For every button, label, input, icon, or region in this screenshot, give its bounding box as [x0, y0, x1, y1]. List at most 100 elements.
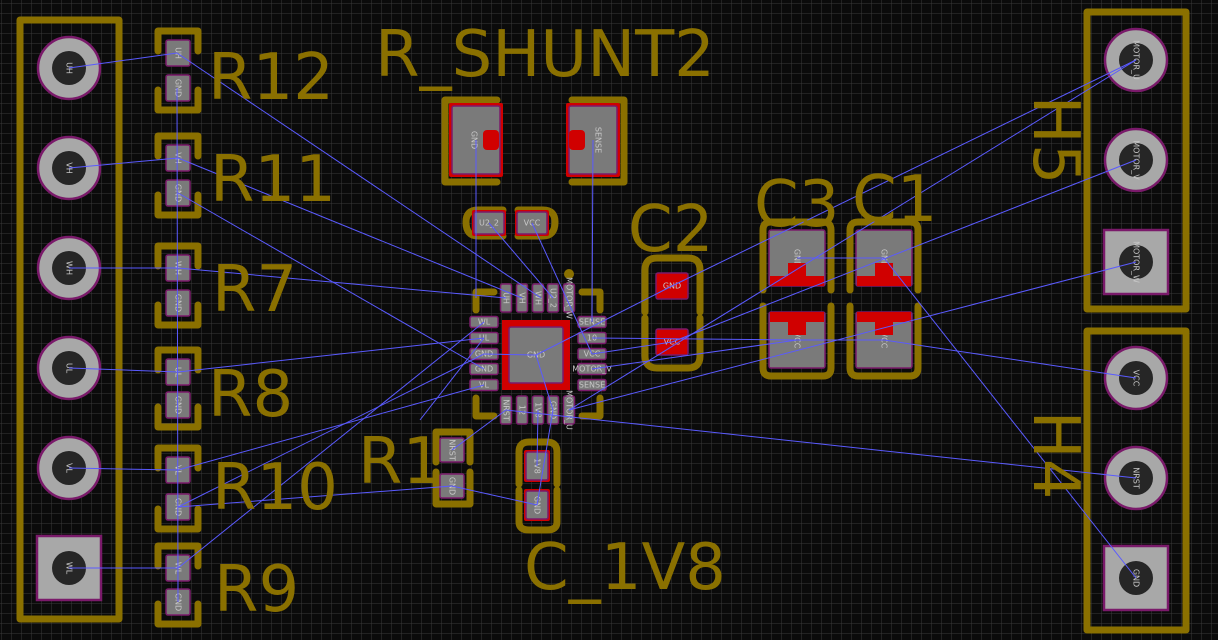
- c3-pad-2-copper-stem: [788, 315, 806, 335]
- ic-bottom-pin-2-body: [515, 395, 529, 425]
- h4-pin-2-label: NRST: [1132, 467, 1141, 489]
- r-shunt-outline-left: [441, 96, 501, 186]
- designator-r1: R1: [358, 425, 443, 499]
- ic-top-pin-5-label: MOTOR_W: [565, 277, 574, 319]
- designator-h4: H4: [1018, 411, 1092, 500]
- ratsnest-line: [671, 159, 1137, 343]
- r-shunt-outline-right: [568, 96, 628, 186]
- ratsnest-line: [536, 409, 539, 467]
- r12-pad-1[interactable]: UH: [165, 39, 191, 67]
- ratsnest-line: [177, 337, 485, 373]
- ratsnest-line: [535, 285, 673, 356]
- ratsnest-line: [177, 384, 485, 471]
- ratsnest-line: [591, 341, 673, 355]
- c3-outline-bottom: [759, 302, 835, 380]
- r12-pad-2-body: [165, 74, 191, 102]
- r7-pad-2-body: [165, 289, 191, 317]
- ratsnest-line: [883, 257, 1137, 579]
- r1-pad-1-label: NRST: [448, 439, 457, 461]
- ratsnest-line: [177, 485, 453, 508]
- r7-pad-2-label: GND: [174, 294, 183, 312]
- r12-pad-2[interactable]: GND: [165, 74, 191, 102]
- ic-left-pin-1-label: WL: [478, 318, 491, 327]
- ratsnest-line: [68, 367, 179, 373]
- ratsnest-line: [483, 353, 537, 356]
- ratsnest-line: [176, 52, 542, 299]
- c1-pad-2-copper-stem: [875, 315, 893, 335]
- ratsnest-line: [68, 157, 179, 169]
- ratsnest-line: [505, 409, 1137, 479]
- c-1v8-outline-top: [515, 438, 561, 488]
- r7-outline: [154, 242, 202, 329]
- ic-right-pin-5-label: SENSE: [579, 381, 605, 390]
- ratsnest-line: [451, 485, 538, 506]
- ratsnest-line: [177, 192, 485, 370]
- ratsnest-line: [535, 354, 554, 411]
- ratsnest-line: [68, 52, 178, 69]
- designator-r11: R11: [210, 143, 336, 217]
- designator-c3: C3: [754, 168, 839, 242]
- ratsnest-line: [177, 353, 485, 508]
- ic-top-pin-3[interactable]: WH: [531, 283, 545, 313]
- c1-pad-1-copper-stem: [875, 263, 893, 283]
- h5-outline: [1083, 8, 1190, 313]
- c3-outline-top: [759, 218, 835, 294]
- ratsnest-line: [568, 261, 1137, 411]
- ratsnest-line: [176, 87, 179, 603]
- ratsnest-line: [488, 222, 554, 299]
- r1-outline: [432, 428, 474, 508]
- ic-bottom-pin-5[interactable]: MOTOR_U: [562, 390, 576, 430]
- ratsnest-line: [591, 337, 798, 341]
- ic-left-pin-2-label: UL: [479, 334, 490, 343]
- r7-pad-2[interactable]: GND: [165, 289, 191, 317]
- designator-c-1v8: C_1V8: [524, 531, 726, 605]
- ratsnest-line: [671, 59, 1137, 287]
- designator-r8: R8: [208, 358, 293, 432]
- r12-pad-1-label: UH: [174, 47, 183, 59]
- r12-pad-2-label: GND: [174, 79, 183, 97]
- ratsnest-line: [883, 339, 1137, 379]
- ratsnest-line: [177, 321, 485, 569]
- designator-r7: R7: [212, 253, 297, 327]
- h4-outline: [1083, 327, 1190, 634]
- ic-top-pin-3-label: WH: [534, 291, 543, 305]
- r-shunt-pad-2-label: SENSE: [594, 127, 603, 153]
- r-shunt-pad-1-copper-tab: [483, 130, 499, 150]
- ratsnest-line: [591, 339, 798, 370]
- ratsnest-line: [177, 267, 507, 299]
- ic-top-pin-5-body: [562, 283, 576, 313]
- c3-pad-1-copper-stem: [788, 263, 806, 283]
- r-shunt-pad-2-copper-tab: [569, 130, 585, 150]
- ic-bottom-pin-2-label: 12: [518, 405, 527, 415]
- designator-r9: R9: [214, 553, 299, 627]
- c2-outline-top: [641, 254, 704, 316]
- ratsnest-line: [419, 337, 485, 421]
- h4-pin-1-label: VCC: [1132, 370, 1141, 387]
- designator-r-shunt: R_SHUNT2: [375, 18, 715, 92]
- c-1v8-outline-bottom: [515, 486, 561, 534]
- ic-left-pin-5-label: VL: [479, 381, 489, 390]
- ic-pin1-dot: [564, 269, 574, 279]
- left-connector-outline: [16, 16, 123, 623]
- ic-bottom-pin-5-label: MOTOR_U: [565, 390, 574, 430]
- c2-outline-bottom: [641, 314, 704, 372]
- designator-r12: R12: [208, 41, 334, 115]
- designator-c1: C1: [852, 163, 937, 237]
- r12-outline: [154, 27, 202, 114]
- ic-right-pin-5-body: [577, 378, 607, 392]
- c1-outline-bottom: [846, 302, 922, 380]
- c1-outline-top: [846, 218, 922, 294]
- ic-bottom-pin-2[interactable]: 12: [515, 395, 529, 425]
- ratsnest-line: [568, 59, 1137, 411]
- ratsnest-line: [591, 139, 594, 323]
- ic-top-pin-5[interactable]: MOTOR_W: [562, 277, 576, 319]
- designator-r10: R10: [212, 451, 338, 525]
- r-shunt-pad-1-label: GND: [470, 131, 479, 149]
- ratsnest-line: [536, 409, 554, 506]
- ic-right-pin-5[interactable]: SENSE: [577, 378, 607, 392]
- ic-top-pin-3-body: [531, 283, 545, 313]
- ratsnest-line: [68, 467, 179, 471]
- ratsnest-line: [451, 409, 507, 451]
